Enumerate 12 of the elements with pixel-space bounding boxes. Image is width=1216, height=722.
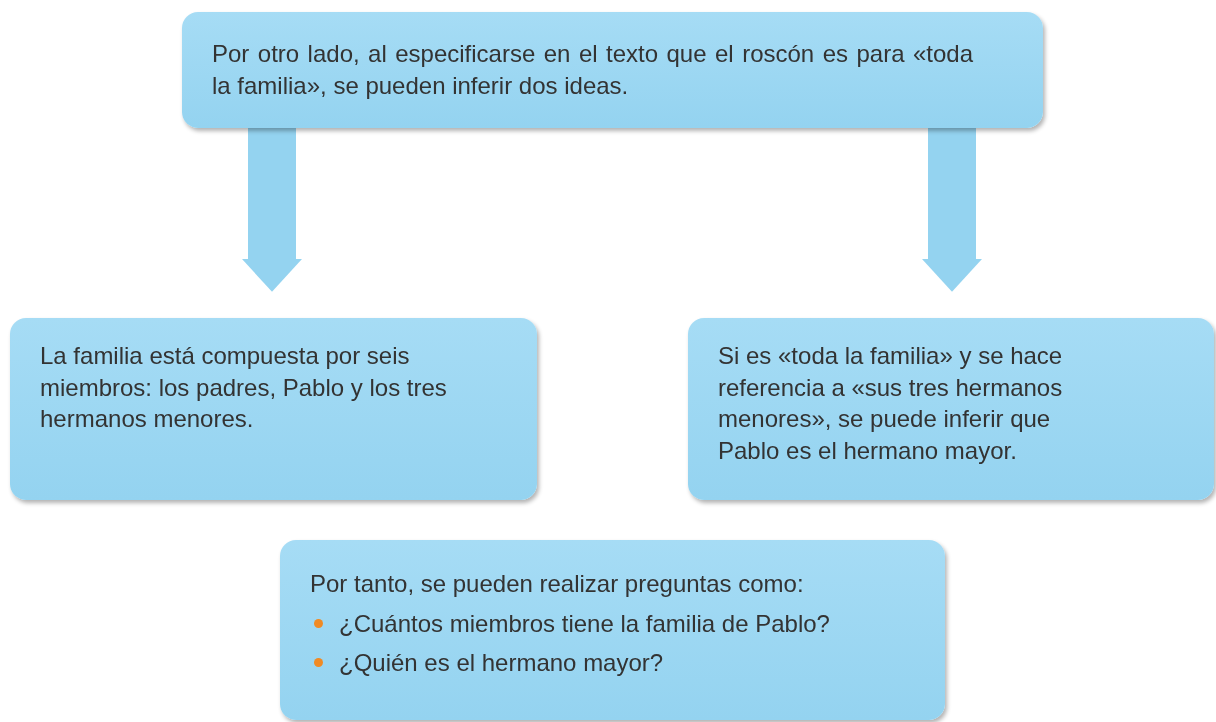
box-text: La familia está compuesta por seis miembros: los padres, Pablo y los tres hermanos menores. — [40, 341, 448, 435]
rounded-text-box — [688, 318, 1214, 500]
bullet-text: ¿Cuántos miembros tiene la familia de Pablo? — [339, 608, 830, 639]
box-text: Por tanto, se pueden realizar preguntas como: — [310, 569, 805, 599]
rounded-text-box — [10, 318, 537, 500]
box-text: Si es «toda la familia» y se hace referencia a «sus tres hermanos menores», se puede inferir que Pablo es el hermano mayor. — [718, 341, 1064, 466]
block-arrow — [922, 128, 982, 292]
rounded-text-box — [182, 12, 1043, 128]
rounded-text-box — [280, 540, 945, 720]
box-text: Por otro lado, al especificarse en el texto que el roscón es para «toda la familia», se pueden inferir dos ideas. — [212, 39, 973, 101]
bullet-text: ¿Quién es el hermano mayor? — [339, 648, 664, 679]
block-arrow — [242, 128, 302, 292]
